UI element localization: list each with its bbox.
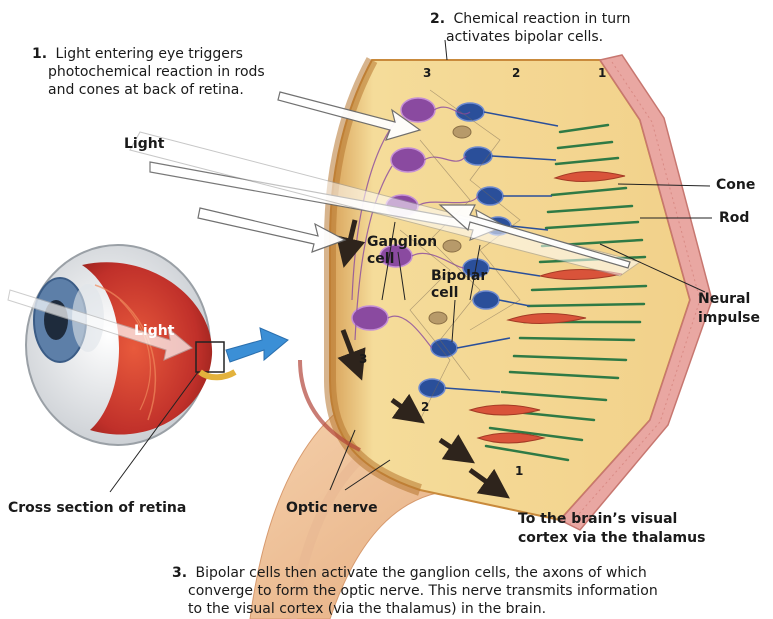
brain-line-2: cortex via the thalamus (518, 529, 705, 548)
bipolar-cell-line-2: cell (431, 285, 487, 302)
step-2-line-2: activates bipolar cells. (430, 28, 630, 46)
cone-label: Cone (716, 177, 755, 194)
step-2-line-1: Chemical reaction in turn (454, 11, 631, 27)
neural-impulse-line-1: Neural (698, 290, 760, 309)
step-1-line-2: photochemical reaction in rods (32, 63, 265, 81)
step-3-line-3: to the visual cortex (via the thalamus) … (172, 600, 658, 618)
step-1-line-3: and cones at back of retina. (32, 81, 265, 99)
caption-step-2: 2. Chemical reaction in turn activates b… (430, 10, 630, 46)
ganglion-cell-label: Ganglion cell (367, 234, 437, 268)
step-2-number: 2. (430, 11, 445, 27)
step-3-number: 3. (172, 565, 187, 581)
bipolar-cell-label: Bipolar cell (431, 268, 487, 302)
step-3-line-2: converge to form the optic nerve. This n… (172, 582, 658, 600)
rod-label: Rod (719, 210, 749, 227)
light-label-top: Light (124, 136, 164, 153)
ganglion-cell-line-1: Ganglion (367, 234, 437, 251)
zoom-pointer-arrow (226, 328, 288, 362)
optic-nerve-label: Optic nerve (286, 500, 378, 517)
neural-impulse-line-2: impulse (698, 309, 760, 328)
eye-illustration (26, 245, 235, 445)
cross-section-label: Cross section of retina (8, 500, 186, 517)
caption-step-1: 1. Light entering eye triggers photochem… (32, 45, 265, 99)
bipolar-cell-line-1: Bipolar (431, 268, 487, 285)
layer-number-top-1: 1 (598, 66, 606, 80)
brain-label: To the brain’s visual cortex via the tha… (518, 510, 705, 548)
layer-number-bottom-3: 3 (359, 352, 367, 366)
light-label-eye: Light (134, 323, 174, 340)
caption-step-3: 3. Bipolar cells then activate the gangl… (172, 564, 658, 618)
neural-impulse-label: Neural impulse (698, 290, 760, 328)
layer-number-bottom-2: 2 (421, 400, 429, 414)
layer-number-bottom-1: 1 (515, 464, 523, 478)
layer-number-top-2: 2 (512, 66, 520, 80)
ganglion-cell-line-2: cell (367, 251, 437, 268)
step-3-line-1: Bipolar cells then activate the ganglion… (196, 565, 647, 581)
layer-number-top-3: 3 (423, 66, 431, 80)
brain-line-1: To the brain’s visual (518, 510, 705, 529)
step-1-line-1: Light entering eye triggers (56, 46, 243, 62)
step-1-number: 1. (32, 46, 47, 62)
